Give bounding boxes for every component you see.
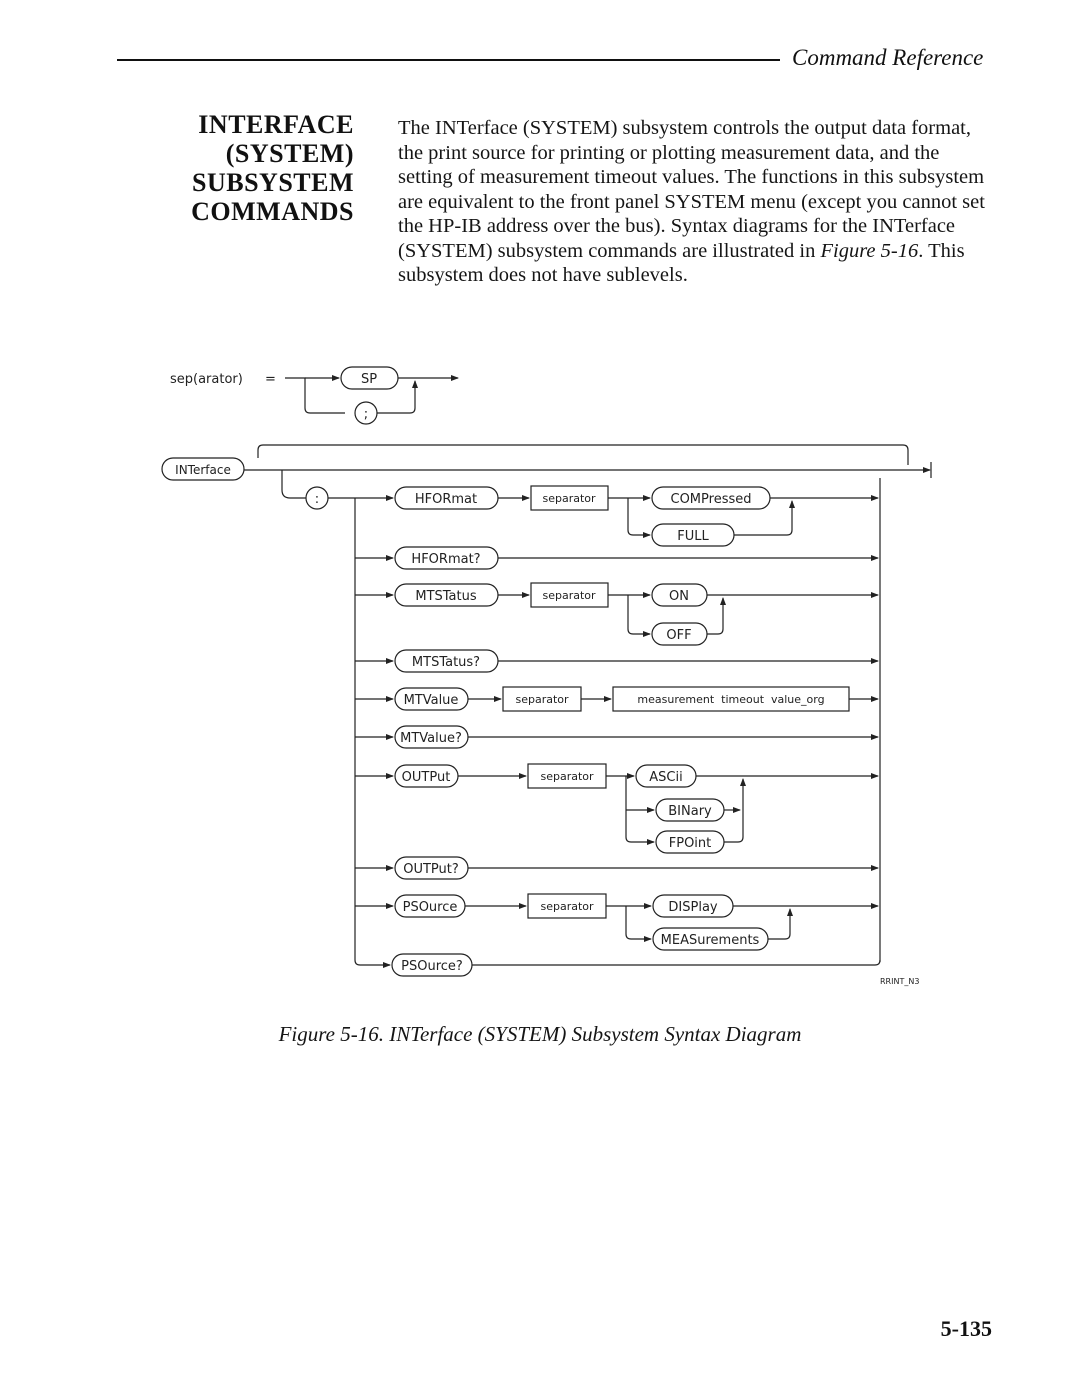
colon-node-label: : [315,492,319,507]
figure-reference: Figure 5-16 [820,239,919,262]
mtvalue-query-label: MTValue? [400,731,462,746]
mtstatus-separator-label: separator [542,589,596,602]
mtvalue-separator-label: separator [515,693,569,706]
running-header-title: Command Reference [792,45,984,70]
section-heading-line-2: (SYSTEM) [225,139,354,168]
section-heading-line-3: SUBSYSTEM [192,168,354,197]
hformat-row: HFORmat separator COMPressed FULL [355,485,879,547]
output-separator-label: separator [540,770,594,783]
hformat-opt-branch [627,498,651,538]
psource-separator-box [527,893,607,919]
psource-command-label: PSOurce [403,900,458,915]
section-body-paragraph: The INTerface (SYSTEM) subsystem control… [398,116,998,288]
separator-def-return [377,380,418,414]
mtstatus-opt-branch [627,595,651,637]
mtstatus-option-on-label: ON [669,589,689,604]
mtstatus-command-label: MTSTatus [415,589,477,604]
mtstatus-row: MTSTatus separator ON OFF [355,582,879,646]
psource-row: PSOurce separator DISPlay MEASurements [355,893,879,951]
mtstatus-off-return [707,597,726,635]
page-number: 5-135 [940,1316,992,1341]
root-section: INTerface : [161,444,932,962]
mtvalue-command-label: MTValue [404,693,459,708]
mtvalue-row: MTValue separator measurement timeout va… [355,686,879,712]
hformat-full-return [734,500,795,536]
section-heading-line-1: INTERFACE [198,110,354,139]
mtstatus-option-off-label: OFF [666,628,691,643]
hformat-command-label: HFORmat [415,492,477,507]
psource-option-display-label: DISPlay [668,900,718,915]
root-repeat-loop [257,444,909,465]
separator-definition: sep(arator) = SP ; [170,366,459,425]
separator-def-equals: = [265,372,276,387]
output-option-ascii-label: ASCii [649,770,682,785]
psource-opt-branch [625,906,652,942]
hformat-option-compressed-label: COMPressed [671,492,752,507]
hformat-separator-label: separator [542,492,596,505]
output-opt-branch-rail [625,776,655,845]
syntax-diagram: sep(arator) = SP ; INTerface : [161,366,932,986]
section-heading-line-4: COMMANDS [191,197,354,226]
root-node-interface [161,457,245,481]
output-option-binary-label: BINary [668,804,712,819]
root-node-label: INTerface [175,463,231,477]
separator-def-line [285,377,345,414]
body-text-part-2: . This subsystem does not have sublevels… [398,239,965,287]
figure-id-label: RRINT_N3 [880,977,919,986]
hformat-query-row: HFORmat? [355,546,879,570]
mtstatus-query-label: MTSTatus? [412,655,480,670]
hformat-query-label: HFORmat? [411,552,480,567]
separator-def-sp-label: SP [361,372,377,387]
output-row: OUTPut separator ASCii BINary FPOint [355,763,879,854]
output-query-row: OUTPut? [355,856,879,880]
mtvalue-value-box [612,686,850,712]
output-option-fpoint-label: FPOint [669,836,712,851]
header-rule [117,59,780,61]
separator-def-label: sep(arator) [170,372,243,387]
mtstatus-query-row: MTSTatus? [355,649,879,673]
mtvalue-value-label: measurement timeout value_org [637,693,824,706]
output-query-label: OUTPut? [403,862,459,877]
root-down-branch [281,470,306,499]
mtvalue-separator-box [502,686,582,712]
output-command-label: OUTPut [402,770,451,785]
psource-option-measurements-label: MEASurements [661,933,760,948]
mtstatus-separator-box [530,582,609,608]
figure-caption: Figure 5-16. INTerface (SYSTEM) Subsyste… [278,1022,802,1046]
hformat-option-full-label: FULL [677,529,709,544]
psource-query-out [472,959,881,966]
psource-query-entry [354,959,391,968]
mtvalue-query-row: MTValue? [355,725,879,749]
psource-measurements-return [768,908,793,940]
psource-query-label: PSOurce? [401,959,463,974]
psource-query-row: PSOurce? [354,953,881,977]
section-heading: INTERFACE (SYSTEM) SUBSYSTEM COMMANDS [191,110,354,226]
output-fpoint-return [724,778,746,843]
separator-def-semicolon-label: ; [364,407,368,422]
psource-separator-label: separator [540,900,594,913]
body-text-part-1: The INTerface (SYSTEM) subsystem control… [398,117,985,262]
